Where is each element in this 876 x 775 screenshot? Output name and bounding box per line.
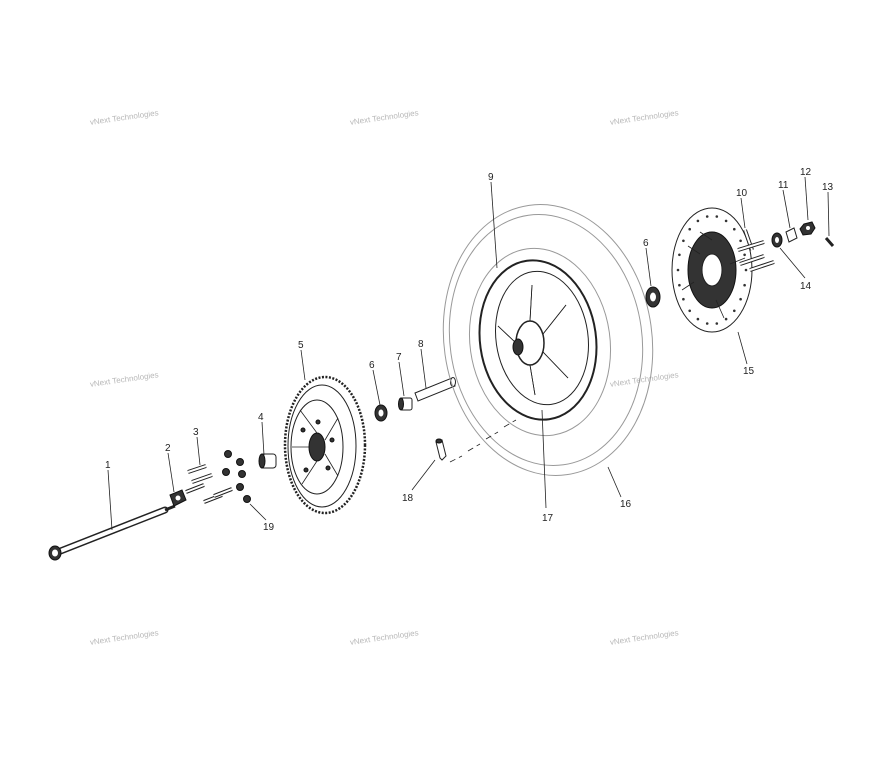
watermark-text: vNext Technologies — [609, 628, 679, 647]
watermark-text: vNext Technologies — [89, 628, 159, 647]
callout-16: 16 — [620, 499, 632, 510]
callout-2: 2 — [165, 443, 171, 454]
watermark-text: vNext Technologies — [349, 628, 419, 647]
callout-10: 10 — [736, 188, 748, 199]
pulley-part — [283, 375, 367, 515]
callout-11: 11 — [778, 180, 789, 191]
callout-4: 4 — [258, 412, 264, 423]
bushing-part — [398, 397, 413, 411]
disc-hole — [743, 283, 746, 287]
bolts-part — [185, 464, 233, 504]
watermark: vNext Technologies — [609, 370, 679, 389]
valve-part — [435, 438, 447, 461]
bearing-right-part — [645, 286, 661, 308]
watermark: vNext Technologies — [89, 370, 159, 389]
disc-hole — [744, 268, 748, 272]
callout-3: 3 — [193, 427, 199, 438]
watermark-text: vNext Technologies — [349, 108, 419, 127]
watermark: vNext Technologies — [349, 108, 419, 127]
disc-hole — [696, 317, 700, 321]
watermark-text: vNext Technologies — [609, 108, 679, 127]
bearing-left-part — [374, 404, 388, 422]
disc-hole — [705, 215, 709, 218]
watermark: vNext Technologies — [349, 628, 419, 647]
watermark-text: vNext Technologies — [89, 370, 159, 389]
spacer-11-part — [785, 227, 798, 243]
watermark: vNext Technologies — [609, 628, 679, 647]
watermark-text: vNext Technologies — [609, 370, 679, 389]
callout-18: 18 — [402, 493, 414, 504]
callout-5: 5 — [298, 340, 304, 351]
watermark: vNext Technologies — [89, 628, 159, 647]
spacer-part — [258, 453, 277, 469]
callout-7: 7 — [396, 352, 402, 363]
disc-hole — [739, 239, 742, 243]
washer-part — [771, 232, 783, 248]
disc-bolts-part — [737, 229, 775, 272]
callout-13: 13 — [822, 182, 834, 193]
watermark: vNext Technologies — [609, 108, 679, 127]
callout-12: 12 — [800, 167, 812, 178]
disc-hole — [733, 309, 736, 313]
disc-hole — [715, 215, 719, 218]
watermark-layer: vNext Technologies vNext Technologies vNex… — [89, 108, 679, 647]
disc-hole — [705, 322, 709, 325]
adjuster-plate-part — [169, 489, 187, 507]
callout-19: 19 — [263, 522, 275, 533]
disc-hole — [682, 239, 685, 243]
disc-hole — [688, 309, 691, 313]
callout-8: 8 — [418, 339, 424, 350]
disc-hole — [682, 297, 685, 301]
disc-hole — [733, 227, 736, 231]
nut-12-part — [799, 221, 816, 236]
leader-lines — [107, 176, 830, 531]
callout-6-right: 6 — [643, 238, 649, 249]
callout-labels: 1 2 3 4 5 6 7 8 9 10 11 12 13 14 15 6 16… — [105, 167, 834, 533]
disc-hole — [678, 283, 681, 287]
disc-hole — [743, 253, 746, 257]
callout-9: 9 — [488, 172, 494, 183]
disc-hole — [724, 219, 728, 223]
disc-hole — [676, 268, 680, 272]
wheel-part — [478, 259, 598, 421]
callout-6-left: 6 — [369, 360, 375, 371]
disc-hole — [715, 322, 719, 325]
disc-holes — [676, 215, 748, 325]
callout-15: 15 — [743, 366, 755, 377]
tire-part — [442, 204, 654, 476]
axle-part — [48, 504, 176, 561]
disc-hole — [678, 253, 681, 257]
nuts-part — [222, 450, 251, 503]
cotter-pin-part — [824, 237, 835, 247]
brake-disc-part — [671, 207, 753, 333]
callout-1: 1 — [105, 460, 111, 471]
callout-17: 17 — [542, 513, 554, 524]
disc-hole — [696, 219, 700, 223]
watermark: vNext Technologies — [89, 108, 159, 127]
spacer-tube-part — [414, 377, 456, 402]
callout-14: 14 — [800, 281, 812, 292]
watermark-text: vNext Technologies — [89, 108, 159, 127]
disc-hole — [688, 227, 691, 231]
disc-hole — [739, 297, 742, 301]
disc-hole — [724, 317, 728, 321]
